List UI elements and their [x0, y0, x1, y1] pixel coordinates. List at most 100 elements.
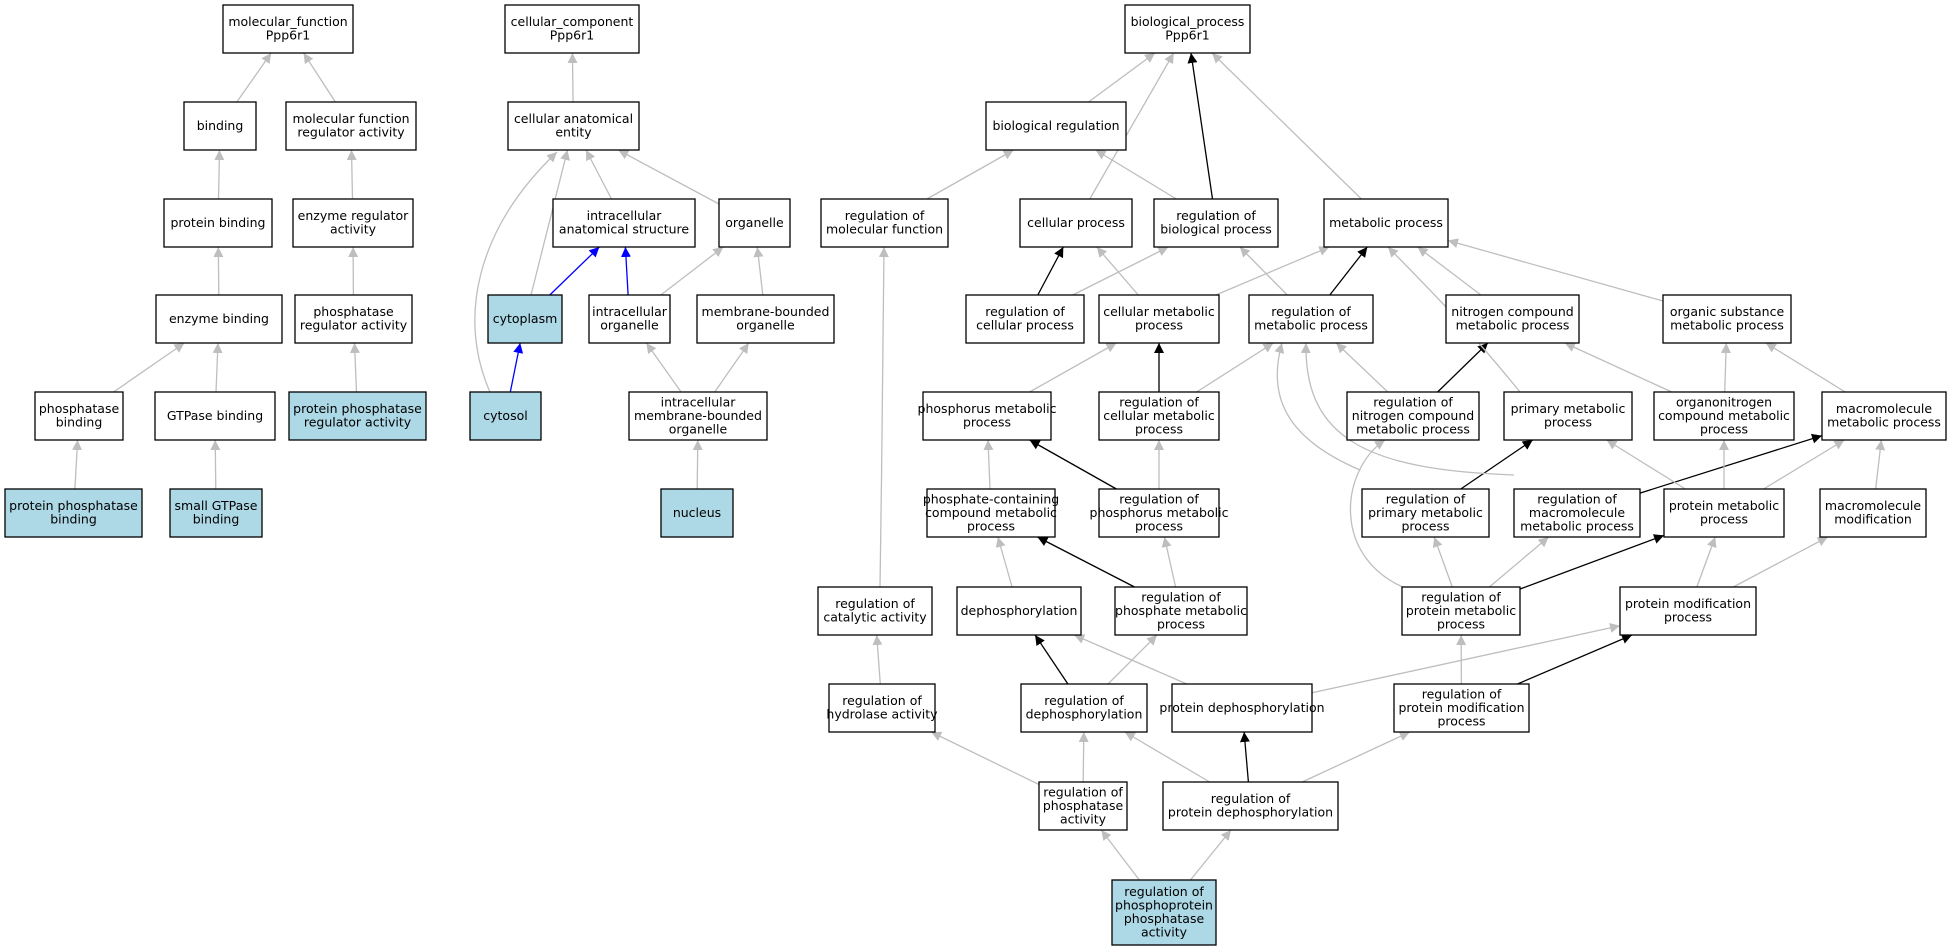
go-term-box-reghyd[interactable] [828, 683, 936, 733]
go-term-box-ppb[interactable] [4, 488, 143, 538]
go-term-box-regmf[interactable] [820, 198, 949, 248]
go-term-box-cytoplasm[interactable] [487, 294, 563, 344]
go-term-box-mbo[interactable] [696, 294, 835, 344]
go-term-box-mmod[interactable] [1819, 488, 1927, 538]
go-term-box-mfra[interactable] [285, 101, 417, 151]
go-term-box-regcmp[interactable] [1098, 391, 1220, 441]
go-term-box-intorg[interactable] [588, 294, 671, 344]
go-term-node-nucleus[interactable]: nucleus [660, 488, 734, 538]
go-term-box-regdephos[interactable] [1020, 683, 1148, 733]
go-term-box-bioreg[interactable] [985, 101, 1127, 151]
go-term-box-pccmp[interactable] [926, 488, 1056, 538]
go-term-box-regpmp[interactable] [1361, 488, 1490, 538]
go-term-box-regphosact[interactable] [1038, 781, 1128, 831]
go-term-box-organelle[interactable] [718, 198, 791, 248]
go-term-box-binding[interactable] [183, 101, 257, 151]
go-term-box-pmp[interactable] [1503, 391, 1633, 441]
go-term-node-regppa[interactable]: regulation ofphosphoproteinphosphataseac… [1111, 879, 1217, 946]
go-term-box-cytosol[interactable] [469, 391, 542, 441]
go-term-node-gtpbind[interactable]: GTPase binding [154, 391, 276, 441]
go-term-node-enzbind[interactable]: enzyme binding [155, 294, 283, 344]
go-term-box-protmp[interactable] [1663, 488, 1785, 538]
go-term-box-cc[interactable] [504, 4, 640, 54]
go-term-box-protdephos[interactable] [1171, 683, 1313, 733]
go-term-box-regpmeta[interactable] [1114, 586, 1248, 636]
go-term-box-dephos[interactable] [956, 586, 1082, 636]
go-term-box-regprotdephos[interactable] [1162, 781, 1339, 831]
go-term-node-protdephos[interactable]: protein dephosphorylation [1159, 683, 1325, 733]
go-term-box-osmp[interactable] [1662, 294, 1792, 344]
go-term-box-regcp[interactable] [965, 294, 1085, 344]
go-term-box-ocmp[interactable] [1653, 391, 1795, 441]
go-term-box-phosreg[interactable] [294, 294, 413, 344]
go-term-node-cytoplasm[interactable]: cytoplasm [487, 294, 563, 344]
go-term-box-mmp[interactable] [1821, 391, 1947, 441]
go-term-box-ppra[interactable] [288, 391, 427, 441]
go-term-node-cellproc[interactable]: cellular process [1019, 198, 1133, 248]
go-term-node-protbind[interactable]: protein binding [163, 198, 273, 248]
go-term-box-regpmod[interactable] [1393, 683, 1530, 733]
go-term-box-phosbind[interactable] [34, 391, 124, 441]
go-term-box-ias[interactable] [552, 198, 696, 248]
go-term-box-regmp[interactable] [1248, 294, 1374, 344]
go-term-box-sgtp[interactable] [169, 488, 263, 538]
go-term-box-ncmp[interactable] [1445, 294, 1580, 344]
go-term-box-regmmp[interactable] [1513, 488, 1641, 538]
go-term-box-enzreg[interactable] [292, 198, 414, 248]
go-term-node-binding[interactable]: binding [183, 101, 257, 151]
go-term-box-cellproc[interactable] [1019, 198, 1133, 248]
go-term-box-regppa[interactable] [1111, 879, 1217, 946]
go-term-box-regbp[interactable] [1153, 198, 1279, 248]
go-term-node-organelle[interactable]: organelle [718, 198, 791, 248]
go-term-box-nucleus[interactable] [660, 488, 734, 538]
go-term-box-cmp[interactable] [1098, 294, 1220, 344]
go-term-box-imbo[interactable] [628, 391, 768, 441]
go-term-box-regphmp[interactable] [1098, 488, 1220, 538]
go-term-node-cytosol[interactable]: cytosol [469, 391, 542, 441]
go-term-box-protbind[interactable] [163, 198, 273, 248]
go-term-box-pmod[interactable] [1619, 586, 1757, 636]
go-term-node-dephos[interactable]: dephosphorylation [956, 586, 1082, 636]
go-term-node-bioreg[interactable]: biological regulation [985, 101, 1127, 151]
go-term-box-phmp[interactable] [922, 391, 1052, 441]
go-term-box-cae[interactable] [507, 101, 640, 151]
go-term-box-regca[interactable] [817, 586, 933, 636]
go-term-box-gtpbind[interactable] [154, 391, 276, 441]
